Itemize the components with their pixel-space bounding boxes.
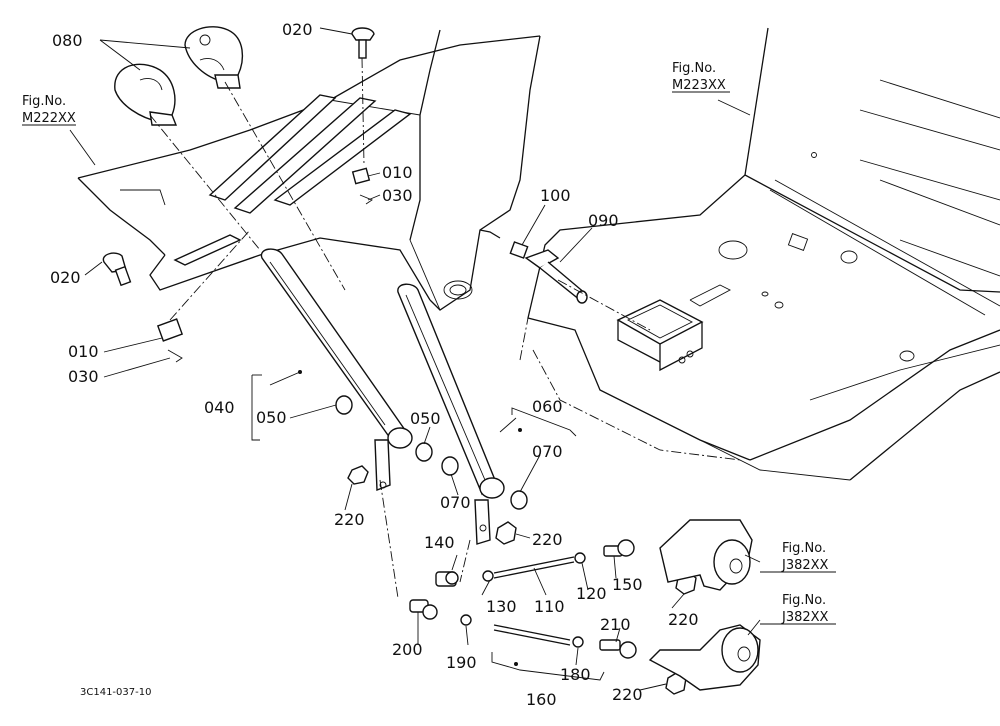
- callout-220-left: 220: [334, 510, 365, 529]
- linkage-plate-lower: [648, 624, 761, 691]
- callout-130: 130: [486, 597, 517, 616]
- ball-joint-140: [435, 571, 459, 587]
- bracket-090: [524, 249, 588, 304]
- callout-070-right: 070: [532, 442, 563, 461]
- figure-ref-m223: Fig.No. M223XX: [672, 61, 730, 93]
- callout-060: 060: [532, 397, 563, 416]
- figure-ref-m222-code: M222XX: [22, 111, 76, 126]
- bolt-020-left: [102, 252, 132, 287]
- figure-ref-j382-upper-label: Fig.No.: [782, 541, 826, 556]
- callout-020-left: 020: [50, 268, 81, 287]
- callout-210: 210: [600, 615, 631, 634]
- clip-010-030-left: [156, 318, 184, 363]
- callout-labels: 080 020 010 030 020 010 030 100 090 040 …: [50, 20, 699, 709]
- leader-lines: [69, 27, 761, 691]
- callout-030-left: 030: [68, 367, 99, 386]
- callout-010-top: 010: [382, 163, 413, 182]
- knob-080-left: [114, 63, 178, 126]
- clip-010-030-top: [351, 167, 373, 205]
- callout-040: 040: [204, 398, 235, 417]
- lever-060: [397, 283, 505, 545]
- callout-010-left: 010: [68, 342, 99, 361]
- nut-220-mid: [495, 521, 517, 545]
- rod-110: [482, 552, 586, 582]
- callout-220-right: 220: [668, 610, 699, 629]
- callout-220-mid: 220: [532, 530, 563, 549]
- callout-050-left: 050: [256, 408, 287, 427]
- callout-020-top: 020: [282, 20, 313, 39]
- figure-ref-j382-lower-label: Fig.No.: [782, 593, 826, 608]
- callout-050-mid: 050: [410, 409, 441, 428]
- callout-100: 100: [540, 186, 571, 205]
- callout-180: 180: [560, 665, 591, 684]
- bolt-100: [509, 241, 529, 259]
- bushing-050-mid: [415, 442, 433, 462]
- knob-080-right: [184, 26, 244, 89]
- linkage-plate-upper: [659, 519, 753, 591]
- nut-220-left: [347, 465, 369, 485]
- figure-ref-m222-label: Fig.No.: [22, 94, 66, 109]
- figure-ref-m223-code: M223XX: [672, 78, 726, 93]
- callout-140: 140: [424, 533, 455, 552]
- ball-joint-210: [599, 639, 637, 659]
- floor-panel: [527, 27, 1000, 481]
- figure-ref-j382-lower-code: J382XX: [781, 610, 829, 625]
- ball-joint-150: [603, 539, 635, 557]
- figure-ref-m222: Fig.No. M222XX: [22, 94, 76, 126]
- callout-190: 190: [446, 653, 477, 672]
- callout-070-mid: 070: [440, 493, 471, 512]
- bushing-070-mid: [441, 456, 459, 476]
- rod-160: [460, 614, 584, 648]
- lever-040: [260, 248, 413, 492]
- callout-220-bottom: 220: [612, 685, 643, 704]
- bushing-070-right: [510, 490, 528, 510]
- callout-200: 200: [392, 640, 423, 659]
- callout-090: 090: [588, 211, 619, 230]
- callout-030-top: 030: [382, 186, 413, 205]
- figure-ref-j382-lower: Fig.No. J382XX: [760, 593, 836, 625]
- figure-ref-j382-upper-code: J382XX: [781, 558, 829, 573]
- callout-160: 160: [526, 690, 557, 709]
- lever-console: [77, 29, 741, 461]
- figure-ref-j382-upper: Fig.No. J382XX: [760, 541, 836, 573]
- callout-110: 110: [534, 597, 565, 616]
- bolt-020-top: [351, 27, 375, 166]
- callout-080: 080: [52, 31, 83, 50]
- bushing-050-left: [335, 395, 353, 415]
- drawing-code: 3C141-037-10: [80, 687, 151, 698]
- callout-150: 150: [612, 575, 643, 594]
- callout-120: 120: [576, 584, 607, 603]
- figure-ref-m223-label: Fig.No.: [672, 61, 716, 76]
- ball-joint-200: [409, 599, 438, 620]
